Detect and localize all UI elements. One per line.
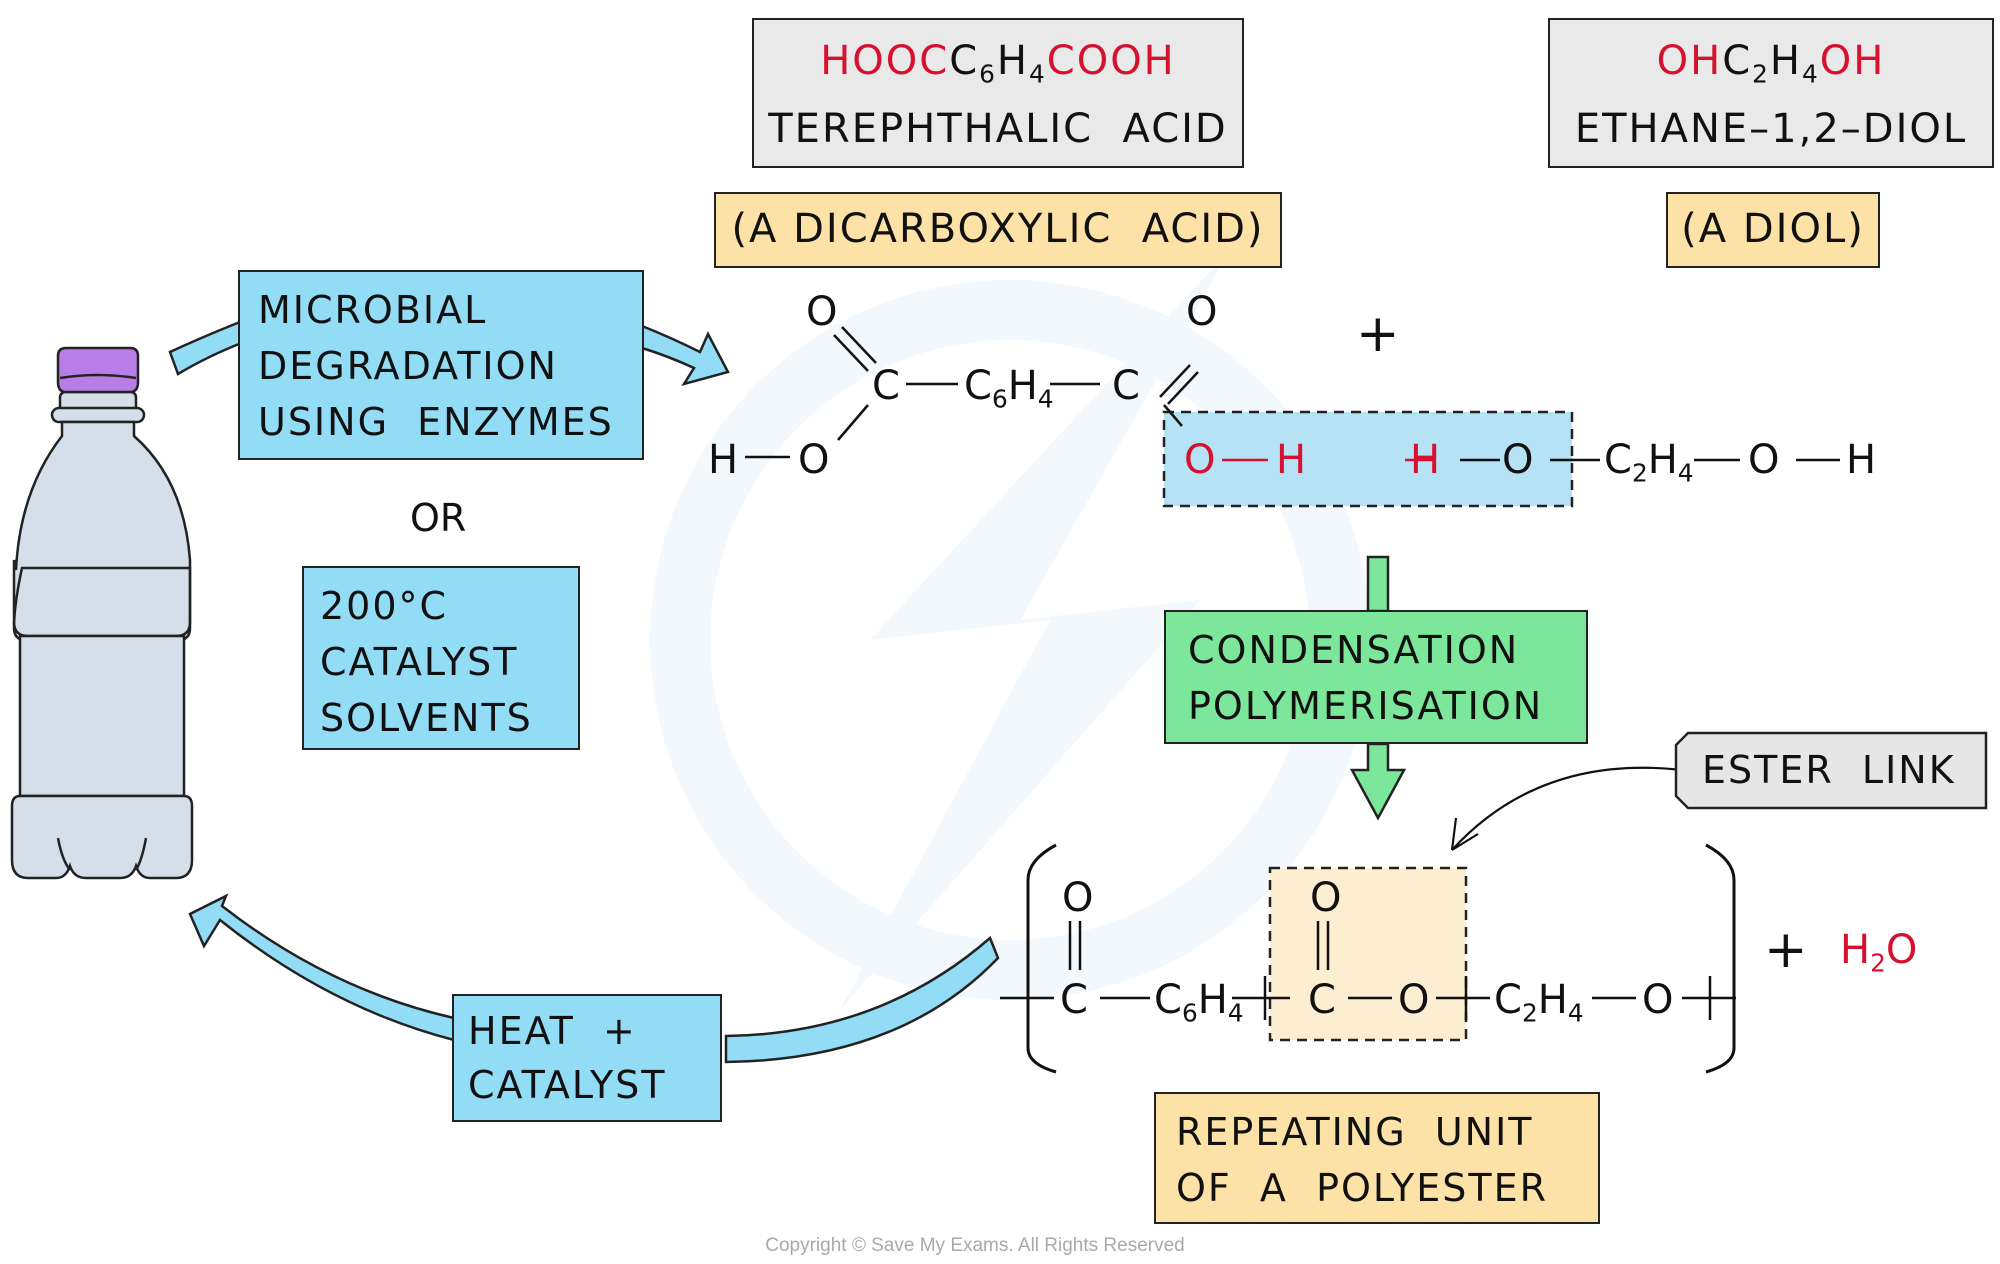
- terephthalic-acid-name: TEREPHTHALIC ACID: [768, 106, 1228, 152]
- polymer-chain: C2H4: [1494, 977, 1584, 1028]
- acid-carbon-left: C: [872, 363, 900, 409]
- repeating-unit-label: REPEATING UNIT OF A POLYESTER: [1154, 1092, 1600, 1224]
- repeating-unit-line: OF A POLYESTER: [1176, 1166, 1548, 1210]
- depolymerisation-arrow: [188, 893, 1000, 1064]
- or-label: OR: [410, 496, 467, 540]
- ethanediol-box: OHC2H4OH ETHANE–1,2–DIOL: [1548, 18, 1994, 168]
- polymer-brackets: [1026, 843, 1736, 1074]
- reactant-plus: +: [1356, 304, 1400, 364]
- ethanediol-name: ETHANE–1,2–DIOL: [1574, 106, 1968, 152]
- chemical-line: 200°C: [320, 584, 449, 628]
- diol-chain: C2H4: [1604, 437, 1694, 488]
- chemical-line: CATALYST: [320, 640, 519, 684]
- ester-link-highlight: [1268, 866, 1468, 1042]
- ester-link-tag: [1674, 731, 1988, 810]
- diol-o2: O: [1748, 437, 1780, 483]
- microbial-degradation-box: MICROBIAL DEGRADATION USING ENZYMES: [238, 270, 644, 460]
- chemical-line: SOLVENTS: [320, 696, 533, 740]
- polymer-carbonyl-o-1: O: [1062, 875, 1094, 921]
- degradation-line: MICROBIAL: [258, 288, 488, 332]
- ethanediol-formula: OHC2H4OH: [1656, 38, 1886, 89]
- reaction-line: POLYMERISATION: [1188, 684, 1544, 728]
- product-plus: +: [1764, 920, 1808, 980]
- acid-carbonyl-o-right: O: [1186, 289, 1218, 335]
- polymer-carbonyl-o-2: O: [1310, 875, 1342, 921]
- reaction-arrow: [1349, 555, 1407, 821]
- removed-h: H: [1410, 437, 1441, 483]
- dicarboxylic-acid-label: (A DICARBOXYLIC ACID): [714, 192, 1282, 268]
- acid-carbonyl-o-left: O: [806, 289, 838, 335]
- degradation-line: DEGRADATION: [258, 344, 558, 388]
- ester-link-pointer: [1450, 764, 1696, 851]
- copyright-notice: Copyright © Save My Exams. All Rights Re…: [765, 1235, 1185, 1256]
- repeating-unit-line: REPEATING UNIT: [1176, 1110, 1534, 1154]
- reaction-line: CONDENSATION: [1188, 628, 1520, 672]
- water-byproduct: H2O: [1840, 927, 1918, 978]
- diol-h: H: [1846, 437, 1877, 483]
- polymer-c1: C: [1060, 977, 1088, 1023]
- polymer-ring: C6H4: [1154, 977, 1244, 1028]
- terephthalic-acid-box: HOOCC6H4COOH TEREPHTHALIC ACID: [752, 18, 1244, 168]
- condensation-polymerisation-box: CONDENSATION POLYMERISATION: [1164, 610, 1588, 744]
- chemical-recycling-box: 200°C CATALYST SOLVENTS: [302, 566, 580, 750]
- reactant-bonds: [745, 326, 1840, 462]
- terephthalic-acid-formula: HOOCC6H4COOH: [820, 38, 1176, 89]
- depolymerisation-line: HEAT +: [468, 1009, 637, 1053]
- removed-oh-o: O: [1184, 437, 1216, 483]
- polymer-end-o: O: [1642, 977, 1674, 1023]
- acid-ring: C6H4: [964, 363, 1054, 414]
- acid-o: O: [798, 437, 830, 483]
- acid-h: H: [708, 437, 739, 483]
- removed-oh-h: H: [1276, 437, 1307, 483]
- diol-o1: O: [1502, 437, 1534, 483]
- depolymerisation-line: CATALYST: [468, 1063, 667, 1107]
- polymer-ester-o: O: [1398, 977, 1430, 1023]
- degradation-line: USING ENZYMES: [258, 400, 614, 444]
- diol-label: (A DIOL): [1666, 192, 1880, 268]
- polymer-bonds: [1000, 921, 1736, 1020]
- ester-link-label: ESTER LINK: [1702, 748, 1956, 792]
- heat-catalyst-box: HEAT + CATALYST: [452, 994, 722, 1122]
- plastic-bottle-icon: [10, 346, 194, 880]
- polymer-c2: C: [1308, 977, 1336, 1023]
- acid-carbon-right: C: [1112, 363, 1140, 409]
